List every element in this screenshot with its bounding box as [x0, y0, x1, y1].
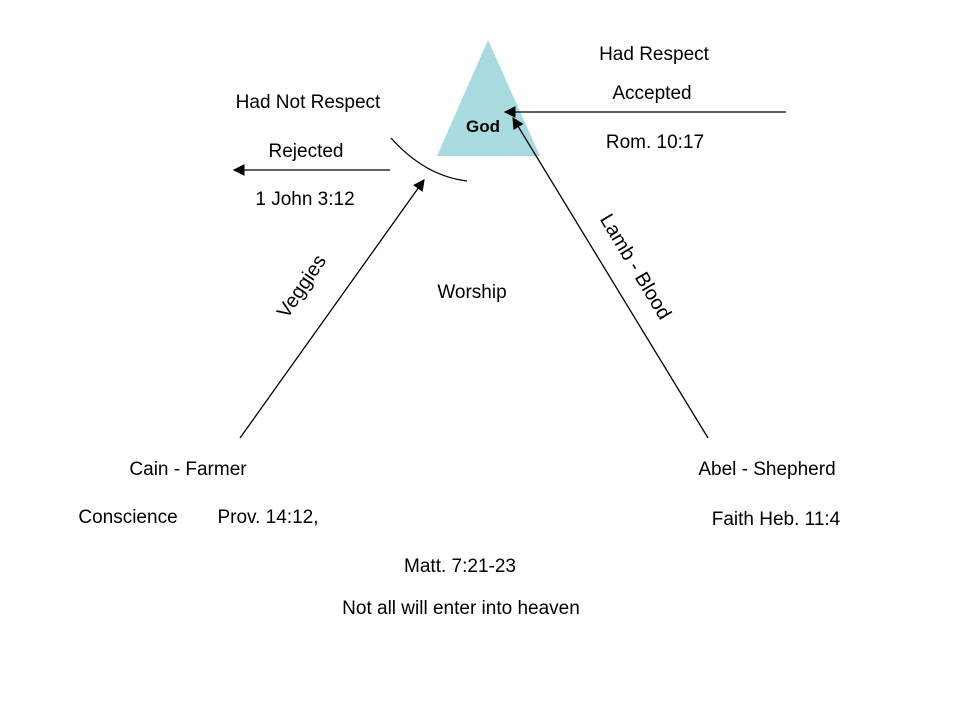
- god-label: God: [466, 117, 500, 136]
- rom-ref: Rom. 10:17: [606, 132, 704, 153]
- heaven-note: Not all will enter into heaven: [342, 598, 580, 619]
- faith-ref: Faith Heb. 11:4: [712, 509, 841, 530]
- conscience-label: Conscience: [78, 507, 177, 528]
- had-respect-label: Had Respect: [599, 44, 710, 65]
- veggies-label: Veggies: [273, 251, 331, 322]
- cain-offering-arrow: [239, 179, 425, 439]
- cain-label: Cain - Farmer: [129, 459, 247, 480]
- matt-ref: Matt. 7:21-23: [404, 556, 516, 577]
- accepted-label: Accepted: [612, 83, 691, 104]
- worship-label: Worship: [437, 282, 506, 303]
- lamb-blood-label: Lamb - Blood: [595, 210, 675, 323]
- had-not-respect-label: Had Not Respect: [236, 92, 381, 113]
- god-triangle: [437, 40, 540, 156]
- rejected-label: Rejected: [269, 141, 344, 162]
- abel-label: Abel - Shepherd: [698, 459, 835, 480]
- prov-ref: Prov. 14:12,: [217, 507, 318, 528]
- john-ref: 1 John 3:12: [255, 189, 354, 210]
- rejection-arc: [390, 137, 468, 182]
- abel-offering-arrow: [512, 117, 709, 439]
